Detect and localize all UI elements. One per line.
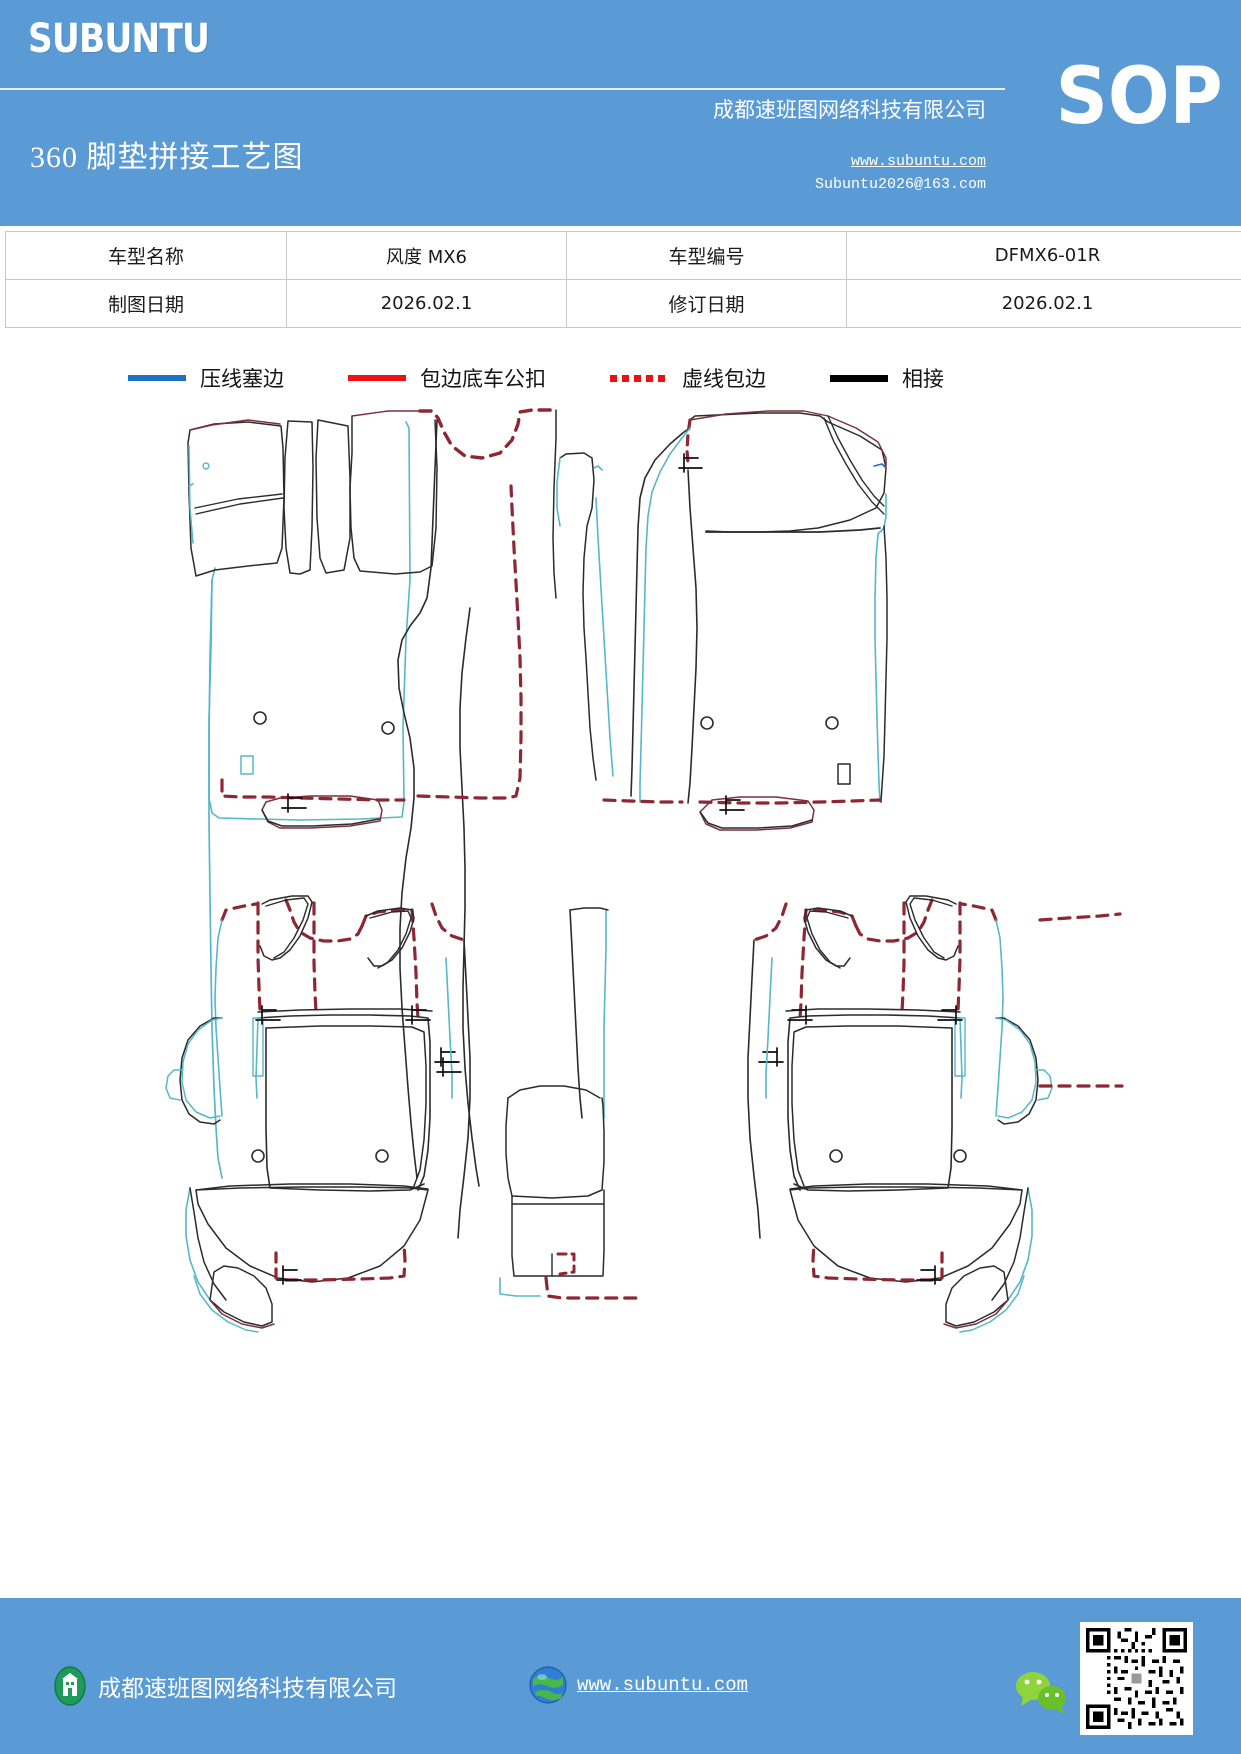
header-divider — [0, 88, 1005, 90]
value-draw-date: 2026.02.1 — [286, 279, 567, 328]
rear-right-mat — [747, 895, 1124, 1333]
rear-center-mat — [499, 907, 642, 1300]
label-model-code: 车型编号 — [566, 231, 847, 280]
table-row: 车型名称 风度 MX6 车型编号 DFMX6-01R — [5, 231, 1241, 280]
legend: 压线塞边 包边底车公扣 虚线包边 相接 — [0, 358, 1241, 398]
qr-code — [1080, 1622, 1193, 1735]
legend-label: 相接 — [902, 367, 944, 391]
legend-item-joint: 相接 — [830, 363, 944, 393]
legend-label: 压线塞边 — [200, 367, 284, 391]
header-website-anchor[interactable]: www.subuntu.com — [850, 153, 986, 170]
page-footer: 成都速班图网络科技有限公司 www.subuntu.com — [0, 1598, 1241, 1754]
legend-swatch-red-dotted-icon — [610, 374, 668, 382]
legend-label: 虚线包边 — [682, 367, 766, 391]
legend-swatch-blue-line-icon — [128, 375, 186, 381]
header-website-link[interactable]: www.subuntu.com — [815, 150, 986, 173]
sop-badge: SOP — [1055, 52, 1223, 142]
footer-website[interactable]: www.subuntu.com — [527, 1664, 748, 1706]
front-right-mat — [602, 410, 888, 831]
rear-left-mat — [165, 895, 471, 1333]
vehicle-info-table: 车型名称 风度 MX6 车型编号 DFMX6-01R 制图日期 2026.02.… — [5, 231, 1241, 328]
footer-website-link[interactable]: www.subuntu.com — [577, 1674, 749, 1696]
label-model-name: 车型名称 — [5, 231, 287, 280]
legend-item-dashed-binding: 虚线包边 — [610, 363, 766, 393]
value-model-name: 风度 MX6 — [286, 231, 567, 280]
globe-icon — [529, 1666, 567, 1704]
brand-logo: SUBUNTU — [28, 16, 210, 62]
legend-label: 包边底车公扣 — [420, 367, 546, 391]
label-revision-date: 修订日期 — [566, 279, 847, 328]
page-header: SUBUNTU 360 脚垫拼接工艺图 成都速班图网络科技有限公司 SOP ww… — [0, 0, 1241, 226]
value-revision-date: 2026.02.1 — [846, 279, 1241, 328]
legend-item-bind-bottom-buckle: 包边底车公扣 — [348, 363, 546, 393]
legend-item-press-edge: 压线塞边 — [128, 363, 284, 393]
table-row: 制图日期 2026.02.1 修订日期 2026.02.1 — [5, 279, 1241, 328]
qr-code-image — [1086, 1628, 1187, 1729]
wechat-glyph-icon — [1016, 1672, 1066, 1714]
floor-mat-pattern-svg — [165, 408, 1124, 1333]
header-contact: www.subuntu.com Subuntu2026@163.com — [815, 150, 986, 197]
wechat-icon — [1013, 1668, 1071, 1719]
legend-swatch-red-line-icon — [348, 375, 406, 381]
header-email: Subuntu2026@163.com — [814, 176, 986, 194]
page-title: 360 脚垫拼接工艺图 — [30, 141, 304, 174]
technical-drawing — [0, 398, 1241, 1456]
footer-company-name: 成都速班图网络科技有限公司 — [98, 1676, 397, 1701]
value-model-code: DFMX6-01R — [846, 231, 1241, 280]
header-company-name: 成都速班图网络科技有限公司 — [713, 98, 986, 122]
building-icon — [54, 1666, 86, 1706]
label-draw-date: 制图日期 — [5, 279, 287, 328]
front-left-mat — [187, 408, 614, 1187]
legend-swatch-black-line-icon — [830, 374, 888, 382]
footer-company: 成都速班图网络科技有限公司 — [48, 1664, 397, 1708]
